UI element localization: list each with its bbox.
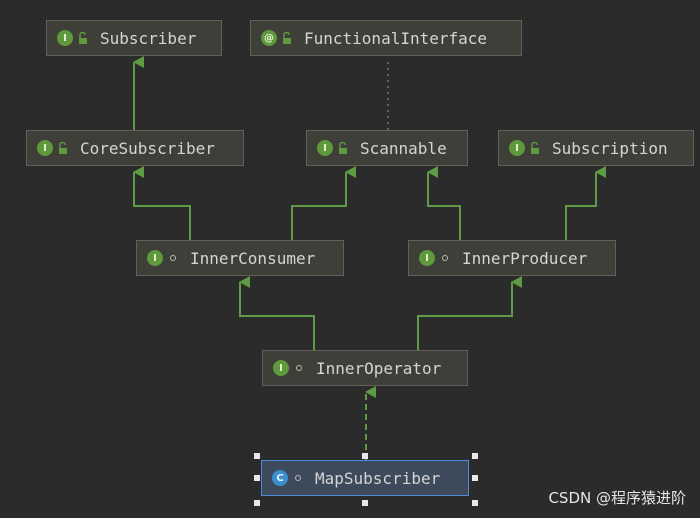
- edge-innerproducer-scannable: [427, 166, 461, 240]
- lock-open-icon: [79, 32, 87, 44]
- node-inner-consumer[interactable]: I InnerConsumer: [136, 240, 344, 276]
- watermark: CSDN @程序猿进阶: [548, 489, 686, 507]
- node-label: MapSubscriber: [315, 468, 441, 488]
- selection-handle-middle-left[interactable]: [254, 475, 260, 481]
- node-inner-producer[interactable]: I InnerProducer: [408, 240, 616, 276]
- interface-icon: I: [37, 140, 53, 156]
- node-label: InnerConsumer: [190, 248, 316, 268]
- package-private-icon: [170, 255, 176, 261]
- node-label: Subscriber: [100, 28, 197, 48]
- interface-icon: I: [317, 140, 333, 156]
- interface-icon: I: [509, 140, 525, 156]
- selection-handle-bottom-right[interactable]: [472, 500, 478, 506]
- node-subscriber[interactable]: I Subscriber: [46, 20, 222, 56]
- node-label: FunctionalInterface: [304, 28, 488, 48]
- selection-handle-bottom-left[interactable]: [254, 500, 260, 506]
- selection-handle-top-center[interactable]: [362, 453, 368, 459]
- node-label: CoreSubscriber: [80, 138, 215, 158]
- edge-innerproducer-subscription: [565, 166, 606, 240]
- node-core-subscriber[interactable]: I CoreSubscriber: [26, 130, 244, 166]
- package-private-icon: [442, 255, 448, 261]
- edge-innerconsumer-scannable: [291, 166, 356, 240]
- node-functional-interface[interactable]: @ FunctionalInterface: [250, 20, 522, 56]
- node-map-subscriber[interactable]: C MapSubscriber: [261, 460, 469, 496]
- class-icon: C: [272, 470, 288, 486]
- node-label: InnerOperator: [316, 358, 442, 378]
- edge-inneroperator-innerproducer: [417, 276, 522, 350]
- interface-icon: I: [147, 250, 163, 266]
- edge-innerconsumer-coresubscriber: [133, 166, 191, 240]
- node-label: Subscription: [552, 138, 668, 158]
- interface-icon: I: [419, 250, 435, 266]
- selection-handle-middle-right[interactable]: [472, 475, 478, 481]
- node-label: Scannable: [360, 138, 447, 158]
- interface-icon: I: [273, 360, 289, 376]
- node-inner-operator[interactable]: I InnerOperator: [262, 350, 468, 386]
- lock-open-icon: [59, 142, 67, 154]
- node-scannable[interactable]: I Scannable: [306, 130, 468, 166]
- edge-inneroperator-innerconsumer: [239, 276, 315, 350]
- selection-handle-top-right[interactable]: [472, 453, 478, 459]
- package-private-icon: [295, 475, 301, 481]
- interface-icon: I: [57, 30, 73, 46]
- lock-open-icon: [339, 142, 347, 154]
- selection-handle-bottom-center[interactable]: [362, 500, 368, 506]
- lock-open-icon: [283, 32, 291, 44]
- node-label: InnerProducer: [462, 248, 588, 268]
- lock-open-icon: [531, 142, 539, 154]
- package-private-icon: [296, 365, 302, 371]
- selection-handle-top-left[interactable]: [254, 453, 260, 459]
- node-subscription[interactable]: I Subscription: [498, 130, 694, 166]
- annotation-icon: @: [261, 30, 277, 46]
